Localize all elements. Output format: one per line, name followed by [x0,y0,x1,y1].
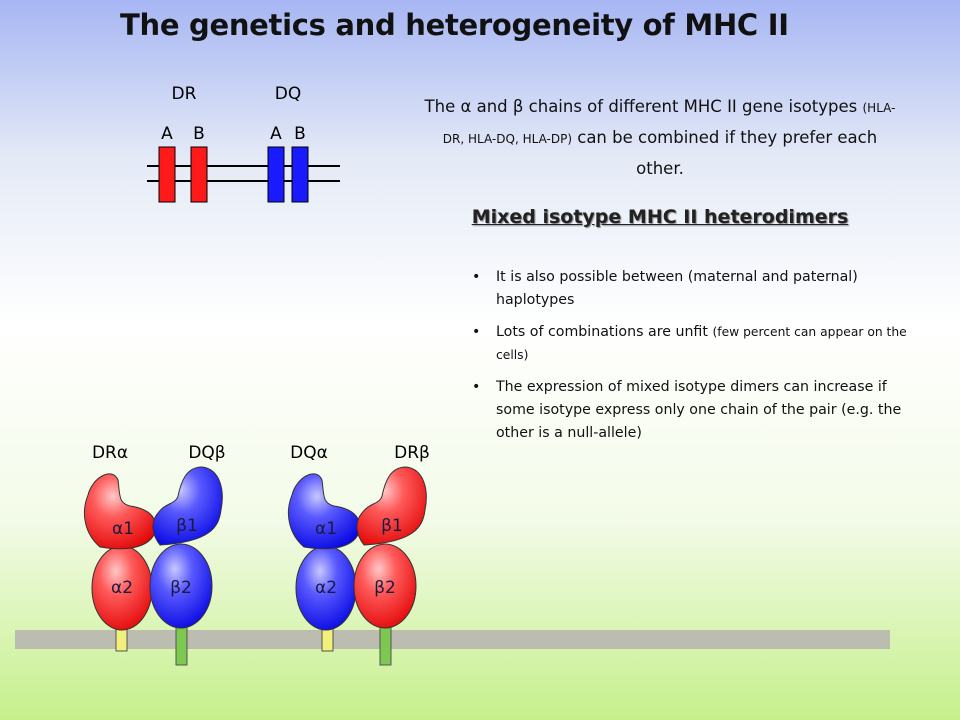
dimer-2-beta-label: DRβ [394,443,430,463]
mhc-dimer-1: DRα DQβ α1 β1 α2 β2 [84,443,226,666]
locus-label-dq: DQ [275,84,301,104]
dimer-1-beta1-domain [152,466,223,546]
gene-map: DR DQ A B A B [147,84,340,203]
gene-label-dr-a: A [161,124,173,144]
slide-title: The genetics and heterogeneity of MHC II [120,8,789,42]
dimer-2-alpha-label: DQα [290,443,328,463]
dimer-1-beta2-domain [149,543,213,629]
dimer-2-beta1-label: β1 [381,516,403,536]
dimer-1-alpha1-domain [84,473,157,550]
gene-label-dr-b: B [193,124,205,144]
cell-membrane [15,630,890,649]
description-isotypes: (HLA-DR, HLA-DQ, HLA-DP) [442,101,896,146]
dimer-2-alpha-tm [321,626,334,652]
dimer-2-alpha2-label: α2 [315,578,337,598]
gene-label-dq-a: A [270,124,282,144]
gene-block-dr-b [190,146,208,203]
gene-label-dq-b: B [294,124,306,144]
dimer-1-beta1-label: β1 [176,516,198,536]
bullet-item: The expression of mixed isotype dimers c… [472,376,926,445]
section-subtitle: Mixed isotype MHC II heterodimers [471,206,849,228]
bullet-text: The expression of mixed isotype dimers c… [496,379,902,441]
dimer-1-alpha2-label: α2 [111,578,133,598]
dimer-2-beta2-label: β2 [374,578,396,598]
dimer-1-alpha-label: DRα [92,443,128,463]
dimer-2-alpha1-domain [288,473,361,550]
bullet-text: Lots of combinations are unfit [496,324,713,340]
dimer-1-alpha1-label: α1 [112,519,134,539]
description-part3: can be combined if they prefer each othe… [572,128,878,178]
bullet-item: It is also possible between (maternal an… [472,266,926,312]
description-text: The α and β chains of different MHC II g… [420,92,900,183]
dimer-2-beta1-domain [356,466,427,546]
locus-label-dr: DR [172,84,197,104]
dimer-2-alpha1-label: α1 [315,519,337,539]
gene-block-dq-a [267,146,285,203]
bullet-item: Lots of combinations are unfit (few perc… [472,321,926,367]
dimer-1-beta-tm [175,626,188,666]
mhc-dimer-2: DQα DRβ α1 β1 α2 β2 [288,443,430,666]
dimer-1-alpha-tm [115,626,128,652]
gene-block-dr-a [158,146,176,203]
bullet-note: (few percent can appear on the cells) [496,325,907,362]
dimer-2-beta-tm [379,626,392,666]
gene-block-dq-b [291,146,309,203]
dimer-1-beta2-label: β2 [170,578,192,598]
dimer-1-beta-label: DQβ [188,443,225,463]
bullet-list: It is also possible between (maternal an… [472,266,926,454]
bullet-text: It is also possible between (maternal an… [496,269,858,308]
description-part1: The α and β chains of different MHC II g… [424,97,863,116]
dimer-2-beta2-domain [353,543,417,629]
